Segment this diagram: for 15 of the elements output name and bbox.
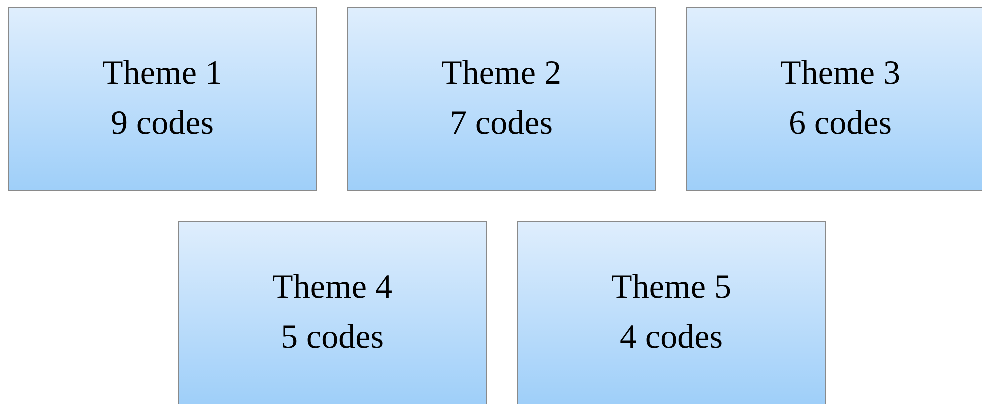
code-count: 6 codes xyxy=(789,104,892,144)
theme-box xyxy=(178,221,487,404)
code-count: 7 codes xyxy=(450,104,553,144)
code-count: 9 codes xyxy=(111,104,214,144)
theme-box xyxy=(686,7,982,191)
theme-heading: Theme 3 xyxy=(780,54,900,94)
theme-heading: Theme 4 xyxy=(272,268,392,308)
theme-heading: Theme 5 xyxy=(612,268,732,308)
code-count: 4 codes xyxy=(620,318,723,358)
theme-heading: Theme 2 xyxy=(442,54,562,94)
theme-heading: Theme 1 xyxy=(102,54,222,94)
theme-box xyxy=(517,221,826,404)
theme-box xyxy=(347,7,656,191)
code-count: 5 codes xyxy=(281,318,384,358)
theme-box xyxy=(8,7,317,191)
